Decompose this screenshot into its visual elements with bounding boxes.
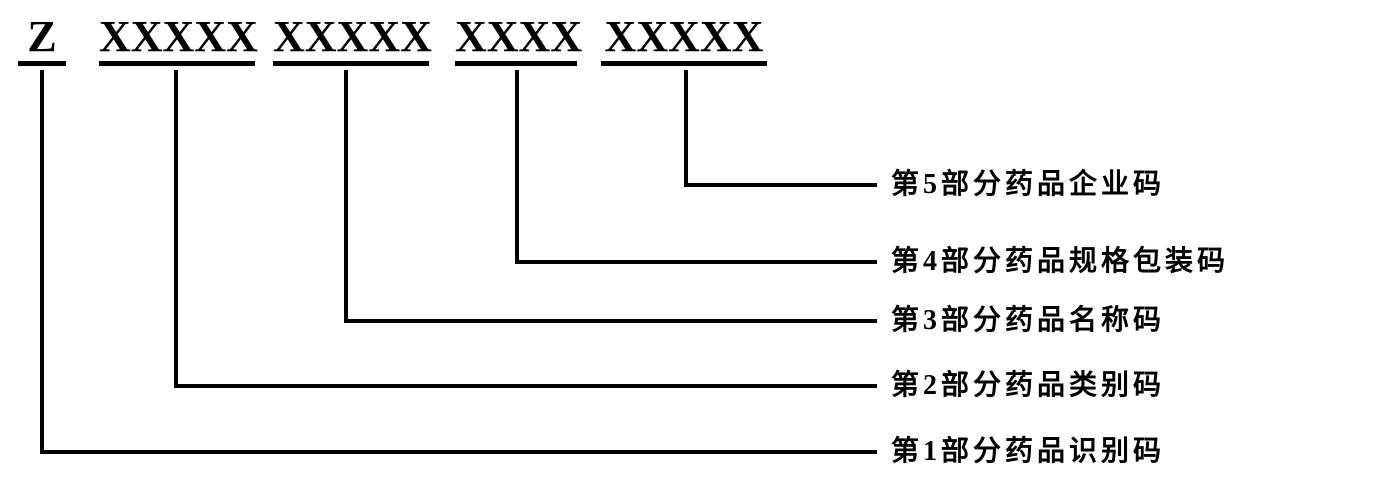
connector-line-part5 bbox=[684, 70, 877, 187]
connector-line-part2 bbox=[174, 70, 877, 388]
part4-label: 第4部分药品规格包装码 bbox=[891, 246, 1230, 277]
part5-label: 第5部分药品企业码 bbox=[891, 169, 1166, 200]
code-segment-part4: XXXX bbox=[455, 11, 582, 66]
code-segment-part2: XXXXX bbox=[99, 11, 258, 66]
code-segment-part1: Z bbox=[18, 11, 66, 66]
part3-label: 第3部分药品名称码 bbox=[891, 305, 1166, 336]
code-segment-part3: XXXXX bbox=[273, 11, 432, 66]
connector-line-part1 bbox=[40, 70, 877, 454]
connector-line-part4 bbox=[515, 70, 877, 264]
code-segment-part5: XXXXX bbox=[601, 11, 767, 66]
connector-line-part3 bbox=[344, 70, 877, 323]
part1-label: 第1部分药品识别码 bbox=[891, 436, 1166, 467]
part2-label: 第2部分药品类别码 bbox=[891, 370, 1166, 401]
